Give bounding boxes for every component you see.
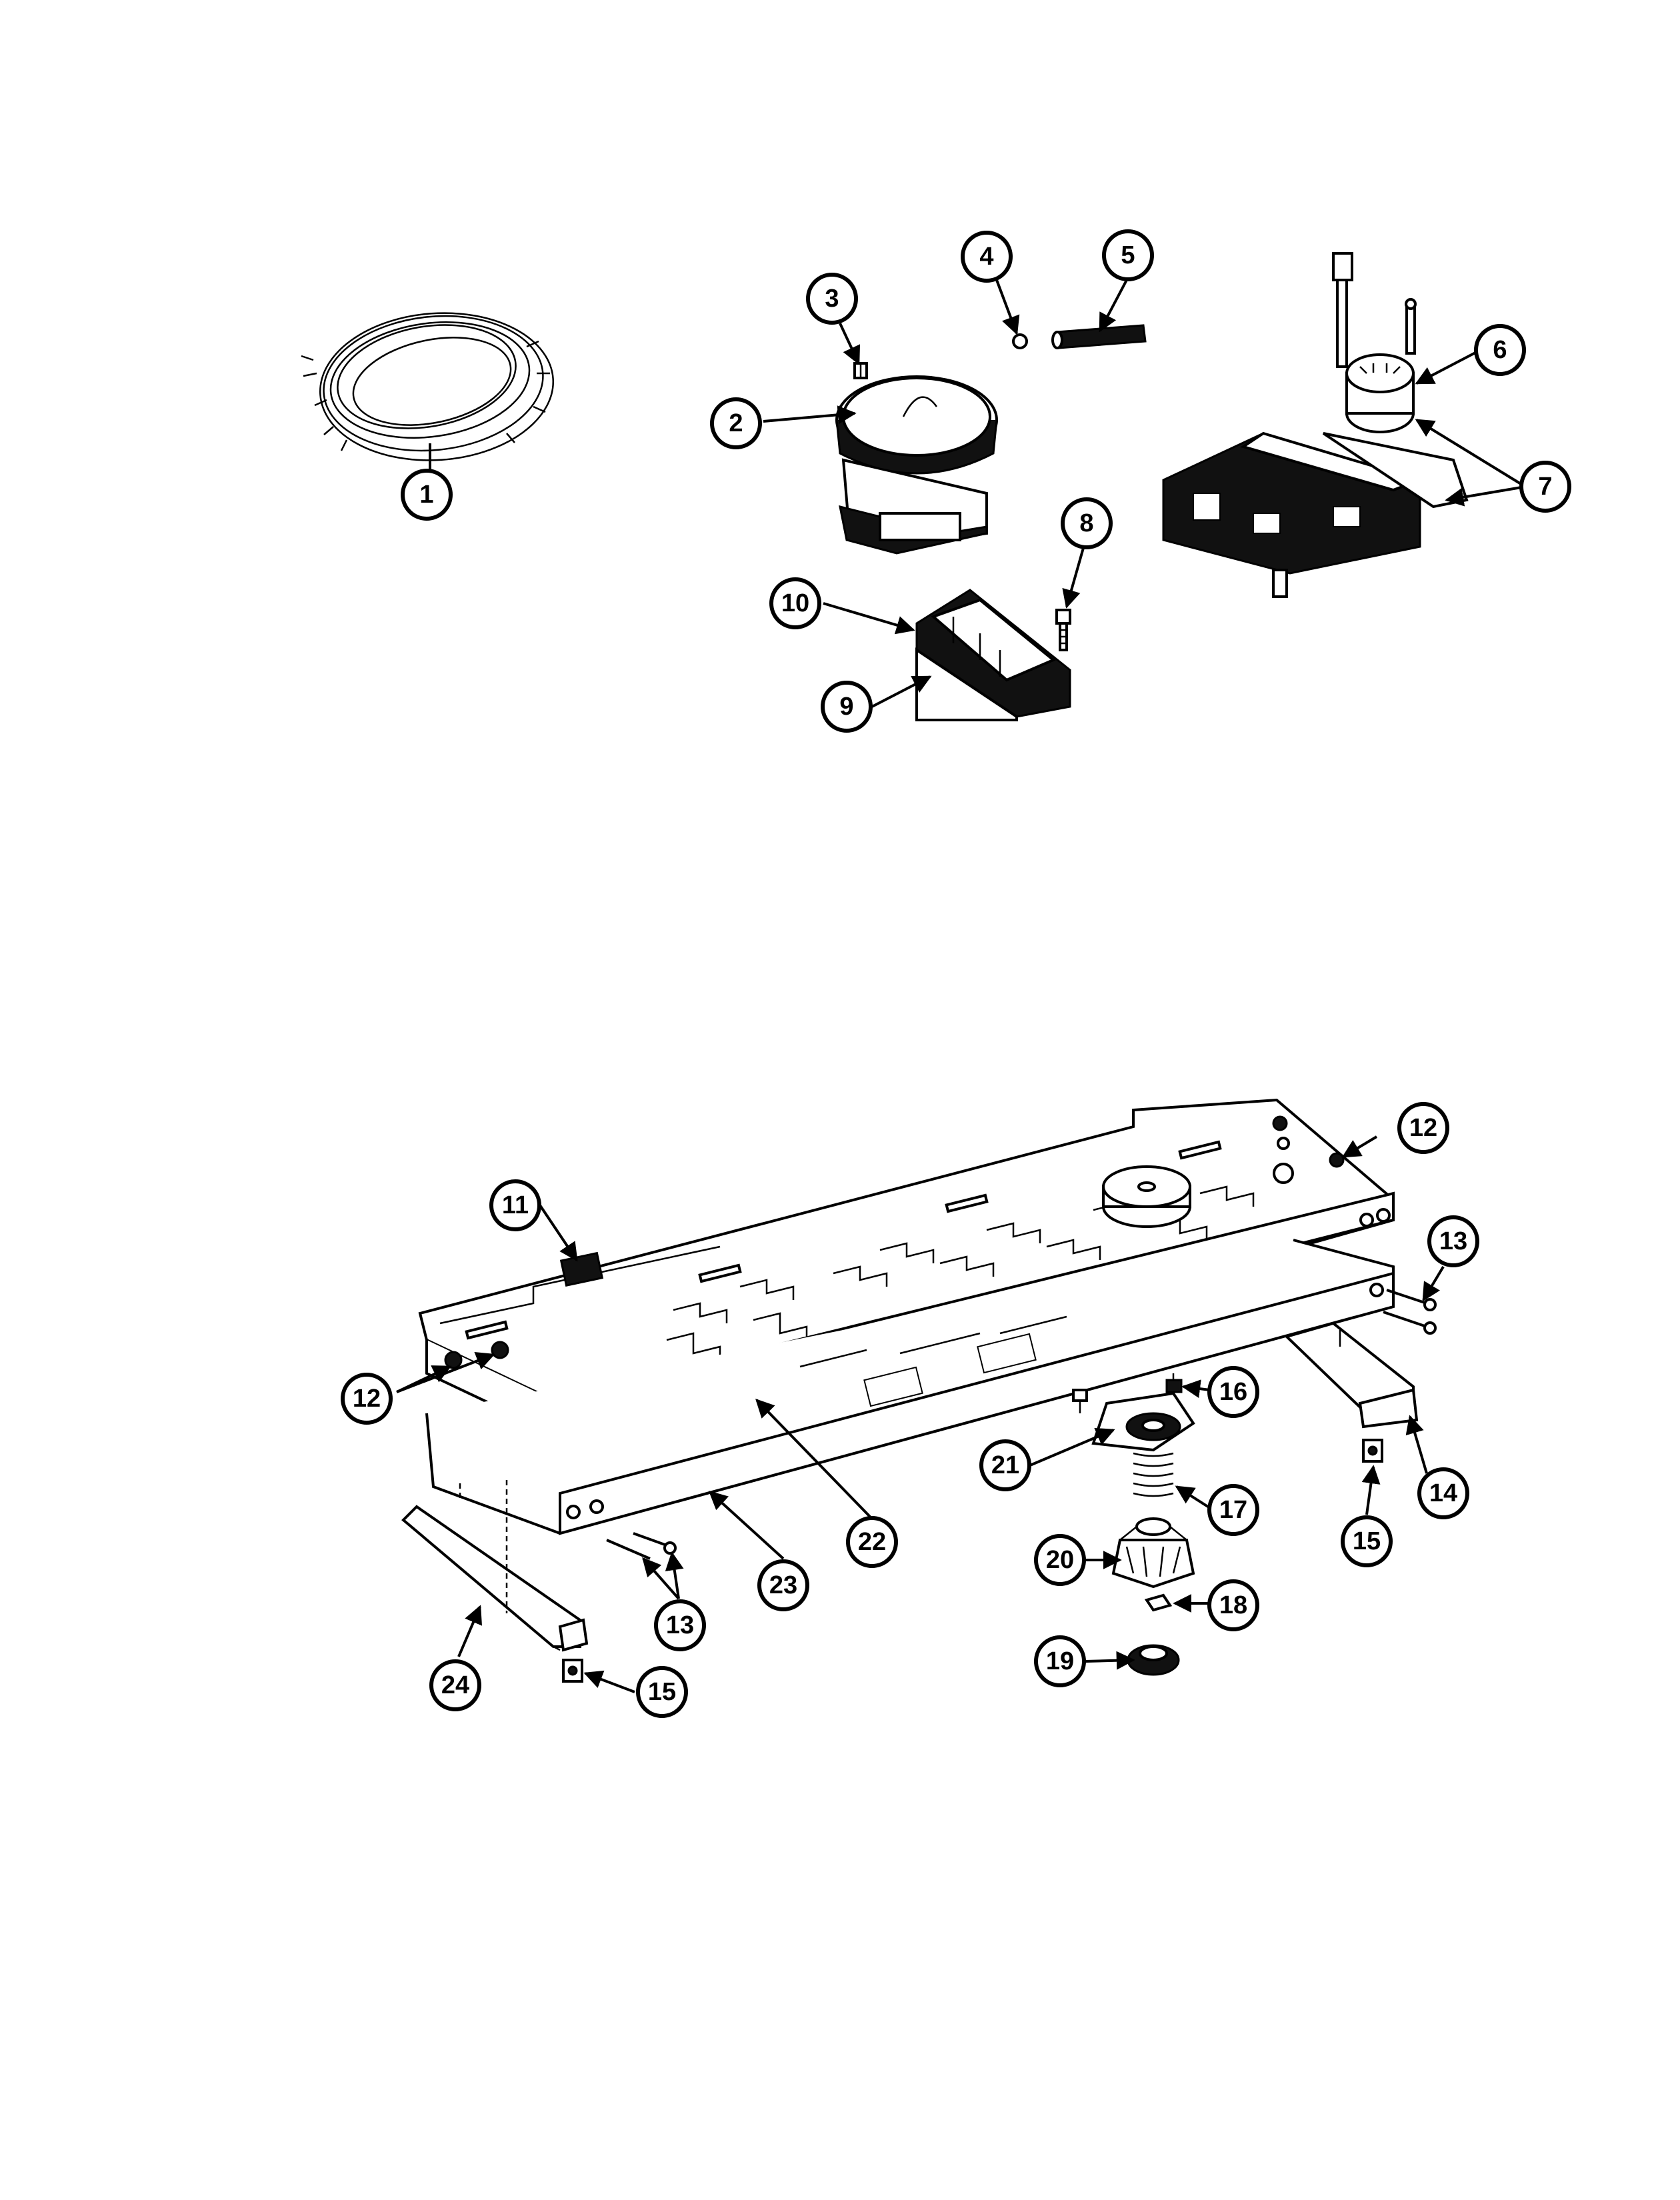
svg-text:4: 4 — [979, 243, 993, 271]
svg-text:19: 19 — [1046, 1647, 1074, 1675]
callout-8: 8 — [1061, 497, 1113, 549]
svg-text:24: 24 — [441, 1671, 469, 1699]
tube — [1051, 324, 1147, 349]
svg-text:21: 21 — [991, 1451, 1019, 1479]
svg-text:3: 3 — [825, 285, 839, 313]
clips — [562, 1439, 1383, 1683]
svg-text:2: 2 — [729, 409, 743, 437]
svg-text:10: 10 — [781, 589, 809, 617]
callout-12b: 12 — [1397, 1102, 1449, 1154]
callout-19: 19 — [1034, 1635, 1086, 1687]
callout-18: 18 — [1207, 1579, 1259, 1631]
callout-15a: 15 — [1341, 1515, 1393, 1567]
callout-9: 9 — [821, 681, 873, 733]
svg-text:13: 13 — [666, 1611, 694, 1639]
callout-10: 10 — [769, 577, 821, 629]
svg-text:12: 12 — [353, 1385, 381, 1413]
wire-harness — [301, 312, 554, 461]
svg-text:9: 9 — [839, 693, 853, 721]
svg-text:6: 6 — [1493, 336, 1507, 364]
left-bracket — [401, 1480, 589, 1652]
leader-lines — [396, 279, 1527, 1693]
callout-20: 20 — [1034, 1534, 1086, 1586]
screw — [853, 362, 868, 379]
callout-5: 5 — [1102, 229, 1154, 281]
svg-text:16: 16 — [1219, 1378, 1247, 1406]
callout-13b: 13 — [654, 1599, 706, 1651]
callout-7: 7 — [1519, 461, 1571, 513]
terminal-block — [915, 589, 1071, 721]
svg-text:12: 12 — [1409, 1114, 1437, 1142]
callout-13a: 13 — [1427, 1215, 1479, 1267]
callout-23: 23 — [757, 1559, 809, 1611]
svg-text:22: 22 — [858, 1528, 886, 1556]
callout-1: 1 — [401, 469, 453, 521]
callout-16: 16 — [1207, 1366, 1259, 1418]
right-bracket — [1284, 1321, 1419, 1429]
lock-nuts — [444, 1115, 1345, 1369]
svg-text:5: 5 — [1121, 241, 1135, 269]
svg-text:15: 15 — [1353, 1527, 1381, 1555]
svg-text:18: 18 — [1219, 1591, 1247, 1619]
callout-2: 2 — [710, 397, 762, 449]
svg-text:23: 23 — [769, 1571, 797, 1599]
svg-text:13: 13 — [1439, 1227, 1467, 1255]
callout-24: 24 — [429, 1659, 481, 1711]
callout-15b: 15 — [636, 1666, 688, 1718]
callout-21: 21 — [979, 1439, 1031, 1491]
lower-rail — [425, 1239, 1395, 1535]
callout-12a: 12 — [341, 1373, 393, 1425]
screw — [1055, 609, 1071, 651]
callout-22: 22 — [846, 1516, 898, 1568]
svg-text:11: 11 — [502, 1191, 529, 1219]
callout-17: 17 — [1207, 1484, 1259, 1536]
svg-text:8: 8 — [1079, 509, 1093, 537]
svg-text:7: 7 — [1538, 473, 1552, 501]
svg-text:20: 20 — [1046, 1546, 1074, 1574]
svg-text:15: 15 — [648, 1678, 676, 1706]
svg-text:1: 1 — [419, 481, 433, 509]
svg-text:17: 17 — [1219, 1496, 1247, 1524]
callout-11: 11 — [489, 1179, 541, 1231]
callout-4: 4 — [961, 231, 1013, 283]
timer-motor-assembly — [1162, 252, 1469, 598]
leveling-leg-assembly — [1072, 1373, 1195, 1676]
timer — [835, 375, 998, 555]
clip — [1012, 333, 1028, 349]
callout-14: 14 — [1417, 1467, 1469, 1519]
svg-text:14: 14 — [1429, 1479, 1457, 1507]
screws — [606, 1289, 1437, 1560]
callout-3: 3 — [806, 273, 858, 325]
callout-6: 6 — [1474, 324, 1526, 376]
